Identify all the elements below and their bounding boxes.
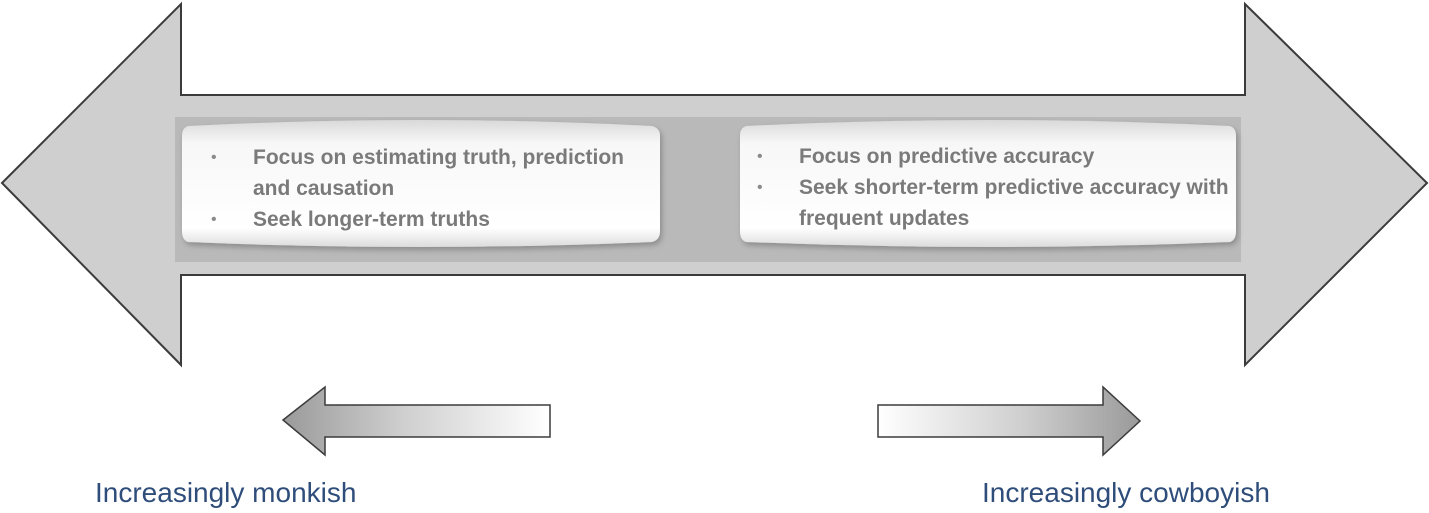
right-bullet-2: • <box>757 179 763 196</box>
left-panel-box <box>182 120 660 247</box>
left-bullet-2: • <box>211 211 217 228</box>
right-item-2-line-2: frequent updates <box>799 207 969 230</box>
small-left-arrow <box>281 385 551 457</box>
right-panel: • Focus on predictive accuracy • Seek sh… <box>740 120 1236 247</box>
small-right-arrow <box>877 385 1142 457</box>
left-item-1-line-1: Focus on estimating truth, prediction <box>253 146 624 169</box>
right-item-2-line-1: Seek shorter-term predictive accuracy wi… <box>799 176 1229 199</box>
right-item-1-line-1: Focus on predictive accuracy <box>799 145 1095 168</box>
left-item-1-line-2: and causation <box>253 177 394 200</box>
left-panel: • Focus on estimating truth, prediction … <box>182 120 660 247</box>
right-panel-box <box>740 120 1236 247</box>
left-item-2-line-1: Seek longer-term truths <box>253 208 490 231</box>
monkish-label: Increasingly monkish <box>95 477 356 508</box>
right-bullet-1: • <box>757 148 763 165</box>
left-bullet-1: • <box>211 149 217 166</box>
cowboyish-label: Increasingly cowboyish <box>982 477 1270 508</box>
